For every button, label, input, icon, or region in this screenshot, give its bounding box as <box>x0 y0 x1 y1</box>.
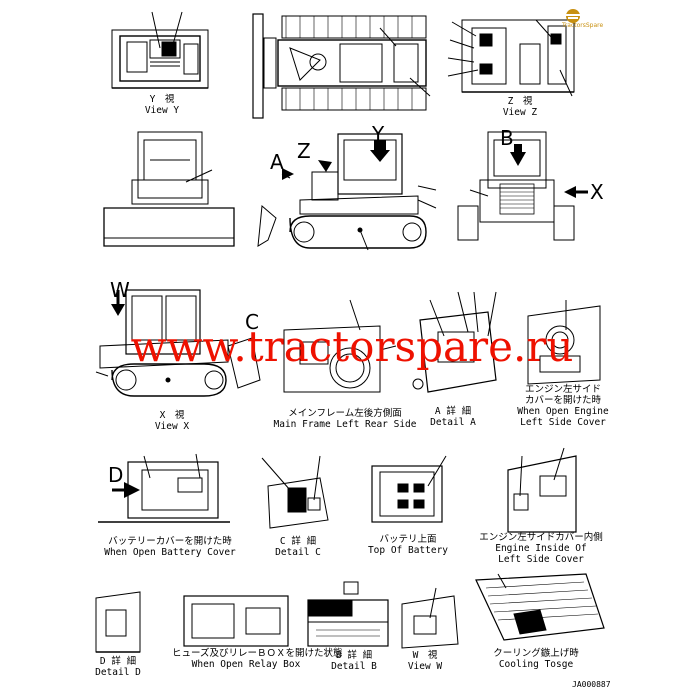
caption-en: View Y <box>144 105 180 116</box>
battery-cover-drawing <box>98 453 230 523</box>
caption-ja: A 詳 細 <box>434 406 472 417</box>
view-y-drawing <box>111 11 209 89</box>
caption-ja-1: エンジン左サイド <box>524 384 601 395</box>
caption-detail-c: C 詳 細 Detail C <box>268 536 328 558</box>
caption-en-2: Left Side Cover <box>520 417 606 428</box>
caption-top-battery: バッテリ上面 Top Of Battery <box>360 534 456 556</box>
caption-ja: バッテリ上面 <box>379 534 437 545</box>
detail-d-drawing <box>95 591 141 653</box>
callout-b: B <box>500 126 514 150</box>
caption-ja: ヒューズ及びリレーＢＯＸを開けた状態 <box>172 648 343 659</box>
caption-en: Detail D <box>95 667 141 678</box>
caption-detail-d: D 詳 細 Detail D <box>90 656 146 678</box>
caption-ja: B 詳 細 <box>335 650 373 661</box>
caption-en: View W <box>407 661 443 672</box>
view-x-drawing <box>95 289 261 397</box>
view-w-drawing <box>401 587 459 649</box>
caption-view-w: W 視 View W <box>398 650 452 672</box>
caption-en-1: Engine Inside Of <box>495 543 587 554</box>
engine-inside-drawing <box>507 447 577 533</box>
callout-c: C <box>245 310 259 334</box>
caption-en: View X <box>154 421 190 432</box>
caption-en-2: Left Side Cover <box>498 554 584 565</box>
caption-en: Detail C <box>275 547 321 558</box>
caption-view-y: Y 視 View Y <box>120 94 204 116</box>
caption-detail-a: A 詳 細 Detail A <box>418 406 488 428</box>
callout-w: W <box>110 278 130 302</box>
caption-en: Top Of Battery <box>367 545 449 556</box>
caption-ja: バッテリーカバーを開けた時 <box>108 536 232 547</box>
side-view-drawing <box>257 133 437 251</box>
caption-engine-left-cover: エンジン左サイド カバーを開けた時 When Open Engine Left … <box>508 384 618 428</box>
callout-z: Z <box>297 139 311 163</box>
document-id: JA000887 <box>572 680 611 689</box>
caption-en: Detail A <box>430 417 476 428</box>
caption-battery-cover: バッテリーカバーを開けた時 When Open Battery Cover <box>100 536 240 558</box>
watermark: www.tractorspare.ru <box>130 322 574 371</box>
callout-x: X <box>590 180 604 204</box>
caption-ja: メインフレーム左後方側面 <box>288 408 402 419</box>
relay-box-drawing <box>183 595 289 647</box>
cooling-drawing <box>475 573 605 641</box>
tractor-logo-icon <box>566 9 580 23</box>
detail-c-drawing <box>261 455 329 529</box>
engine-cover-drawing <box>527 300 601 385</box>
front-view-drawing <box>103 131 235 247</box>
caption-detail-b: B 詳 細 Detail B <box>326 650 382 672</box>
caption-ja: クーリング鏃上げ時 <box>493 648 579 659</box>
rear-view-drawing <box>457 131 588 241</box>
site-logo[interactable]: TractorsSpare <box>562 8 654 34</box>
caption-en: Main Frame Left Rear Side <box>273 419 417 430</box>
caption-view-z: Z 視 View Z <box>478 96 562 118</box>
caption-en: When Open Relay Box <box>191 659 301 670</box>
caption-engine-inside: エンジン左サイドカバー内側 Engine Inside Of Left Side… <box>478 532 604 565</box>
callout-a: A <box>270 150 284 174</box>
caption-ja-2: カバーを開けた時 <box>524 395 601 406</box>
caption-en: Detail B <box>331 661 377 672</box>
caption-ja: C 詳 細 <box>279 536 317 547</box>
caption-ja: D 詳 細 <box>99 656 137 667</box>
callout-d: D <box>108 463 124 487</box>
callout-y: Y <box>372 122 385 146</box>
caption-main-frame: メインフレーム左後方側面 Main Frame Left Rear Side <box>264 408 426 430</box>
caption-ja: エンジン左サイドカバー内側 <box>479 532 603 543</box>
caption-ja: W 視 <box>412 650 438 661</box>
main-frame-drawing <box>283 299 397 393</box>
detail-b-drawing <box>307 581 389 647</box>
caption-en: Cooling Tosge <box>498 659 574 670</box>
top-view-drawing <box>252 13 431 119</box>
caption-view-x: X 視 View X <box>132 410 212 432</box>
caption-ja: Z 視 <box>507 96 533 107</box>
caption-cooling: クーリング鏃上げ時 Cooling Tosge <box>488 648 584 670</box>
view-z-drawing <box>447 19 575 97</box>
caption-relay-box: ヒューズ及びリレーＢＯＸを開けた状態 When Open Relay Box <box>172 648 343 670</box>
caption-en-1: When Open Engine <box>517 406 609 417</box>
logo-text: TractorsSpare <box>562 22 604 29</box>
caption-ja: Y 視 <box>149 94 175 105</box>
caption-en: When Open Battery Cover <box>104 547 236 558</box>
top-battery-drawing <box>371 455 447 523</box>
detail-a-drawing <box>412 291 497 393</box>
caption-en: View Z <box>502 107 538 118</box>
caption-ja: X 視 <box>159 410 185 421</box>
